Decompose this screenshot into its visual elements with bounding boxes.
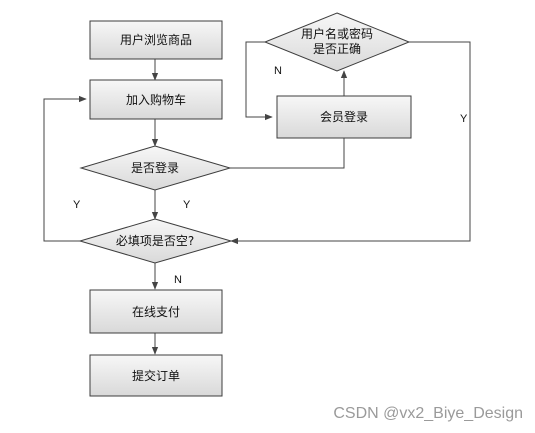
node-credentials-diamond [263, 12, 411, 72]
node-required-empty-diamond [78, 218, 233, 264]
node-submit-order-label: 提交订单 [132, 368, 180, 383]
node-add-cart-label: 加入购物车 [126, 92, 186, 107]
node-member-login-label: 会员登录 [320, 109, 368, 124]
node-member-login-box [276, 95, 412, 139]
watermark: CSDN @vx2_Biye_Design [333, 405, 523, 422]
node-pay-online-box [89, 289, 223, 334]
edge-required-yes-to-add [43, 95, 87, 242]
node-browse-label: 用户浏览商品 [120, 32, 192, 47]
edge-label-required-yes: Y [73, 199, 81, 211]
edge-login-no-to-member [230, 138, 345, 169]
node-add-cart-box [89, 79, 223, 120]
node-credentials-label-line2: 是否正确 [313, 42, 361, 56]
edge-credentials-yes-to-required [230, 41, 471, 245]
node-is-logged-in-label: 是否登录 [131, 160, 179, 175]
node-browse-box [89, 20, 223, 60]
edge-credentials-no-to-member [245, 41, 273, 121]
node-is-logged-in-diamond [79, 145, 232, 191]
edge-label-credentials-yes: Y [460, 113, 468, 125]
edge-label-credentials-no: N [274, 65, 282, 77]
node-required-empty-label: 必填项是否空? [116, 234, 194, 248]
node-pay-online-label: 在线支付 [132, 305, 180, 319]
edge-label-login-yes: Y [183, 199, 191, 211]
node-submit-order-box [89, 354, 223, 397]
node-credentials-label-line1: 用户名或密码 [301, 26, 373, 41]
edge-label-required-no: N [174, 274, 182, 286]
